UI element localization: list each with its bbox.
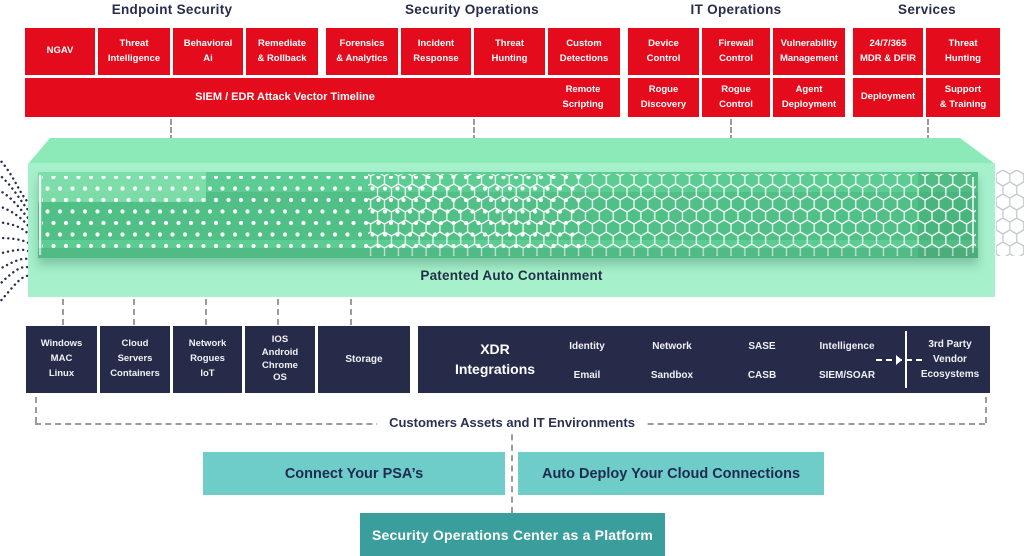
asset-windows-mac-linux: Windows MAC Linux bbox=[26, 326, 97, 393]
asset-network-rogues-iot: Network Rogues IoT bbox=[173, 326, 242, 393]
auto-containment-box: Patented Auto Containment bbox=[28, 138, 995, 297]
connector-network bbox=[205, 299, 207, 325]
xdr-integrations-box: XDR Integrations Identity Network SASE I… bbox=[418, 326, 990, 393]
connector-endpoint bbox=[170, 119, 172, 141]
containment-label: Patented Auto Containment bbox=[420, 268, 603, 283]
xdr-casb: CASB bbox=[747, 370, 777, 381]
connector-windows bbox=[62, 299, 64, 325]
containment-top-face bbox=[28, 138, 995, 164]
feature-rogue-control: Rogue Control bbox=[702, 78, 770, 117]
header-it-operations: IT Operations bbox=[690, 2, 782, 17]
connector-services bbox=[927, 119, 929, 141]
feature-support-training: Support & Training bbox=[926, 78, 1000, 117]
siem-edr-timeline-label: SIEM / EDR Attack Vector Timeline bbox=[195, 91, 375, 104]
boundary-center-drop bbox=[511, 424, 513, 513]
connector-storage bbox=[350, 299, 352, 325]
feature-deployment: Deployment bbox=[853, 78, 923, 117]
boundary-right-drop bbox=[985, 397, 987, 423]
feature-behavioral-ai: Behavioral Ai bbox=[173, 28, 243, 75]
remote-scripting-label: Remote Scripting bbox=[562, 84, 604, 110]
feature-threat-hunting-service: Threat Hunting bbox=[926, 28, 1000, 75]
xdr-sandbox: Sandbox bbox=[650, 370, 694, 381]
feature-threat-intelligence: Threat Intelligence bbox=[98, 28, 170, 75]
header-security-operations: Security Operations bbox=[405, 2, 539, 17]
feature-agent-deployment: Agent Deployment bbox=[773, 78, 845, 117]
connector-cloud bbox=[133, 299, 135, 325]
asset-cloud-servers: Cloud Servers Containers bbox=[100, 326, 170, 393]
xdr-identity: Identity bbox=[569, 341, 605, 352]
feature-firewall-control: Firewall Control bbox=[702, 28, 770, 75]
header-endpoint-security: Endpoint Security bbox=[111, 2, 233, 17]
feature-mdr-dfir: 24/7/365 MDR & DFIR bbox=[853, 28, 923, 75]
soc-platform-box: Security Operations Center as a Platform bbox=[360, 513, 665, 556]
xdr-sase: SASE bbox=[748, 341, 776, 352]
feature-rogue-discovery: Rogue Discovery bbox=[628, 78, 699, 117]
xdr-network: Network bbox=[652, 341, 692, 352]
connector-secops bbox=[473, 119, 475, 141]
xdr-siem-soar: SIEM/SOAR bbox=[818, 370, 876, 381]
connector-mobile bbox=[277, 299, 279, 325]
xdr-third-party: 3rd Party Vendor Ecosystems bbox=[920, 339, 980, 380]
feature-custom-detections: Custom Detections bbox=[548, 28, 620, 75]
threat-stream-icon bbox=[0, 158, 30, 304]
connect-psa-box: Connect Your PSA’s bbox=[203, 452, 505, 495]
environment-label: Customers Assets and IT Environments bbox=[377, 413, 647, 433]
auto-deploy-cloud-box: Auto Deploy Your Cloud Connections bbox=[518, 452, 824, 495]
feature-incident-response: Incident Response bbox=[401, 28, 471, 75]
xdr-title: XDR Integrations bbox=[454, 340, 536, 377]
vendor-arrow bbox=[876, 359, 922, 361]
xdr-intelligence: Intelligence bbox=[819, 341, 875, 352]
boundary-left-drop bbox=[35, 397, 37, 423]
connector-itops bbox=[730, 119, 732, 141]
header-services: Services bbox=[898, 2, 956, 17]
feature-threat-hunting: Threat Hunting bbox=[474, 28, 545, 75]
feature-vulnerability-management: Vulnerability Management bbox=[773, 28, 845, 75]
asset-storage: Storage bbox=[318, 326, 410, 393]
asset-mobile-os: IOS Android Chrome OS bbox=[245, 326, 315, 393]
feature-ngav: NGAV bbox=[25, 28, 95, 75]
feature-remediate-rollback: Remediate & Rollback bbox=[246, 28, 318, 75]
siem-edr-timeline-bar: SIEM / EDR Attack Vector Timeline Remote… bbox=[25, 78, 620, 117]
honeycomb-exit-icon bbox=[996, 170, 1024, 256]
containment-pattern-panel bbox=[38, 172, 978, 258]
feature-device-control: Device Control bbox=[628, 28, 699, 75]
feature-forensics-analytics: Forensics & Analytics bbox=[326, 28, 398, 75]
xdr-email: Email bbox=[573, 370, 601, 381]
